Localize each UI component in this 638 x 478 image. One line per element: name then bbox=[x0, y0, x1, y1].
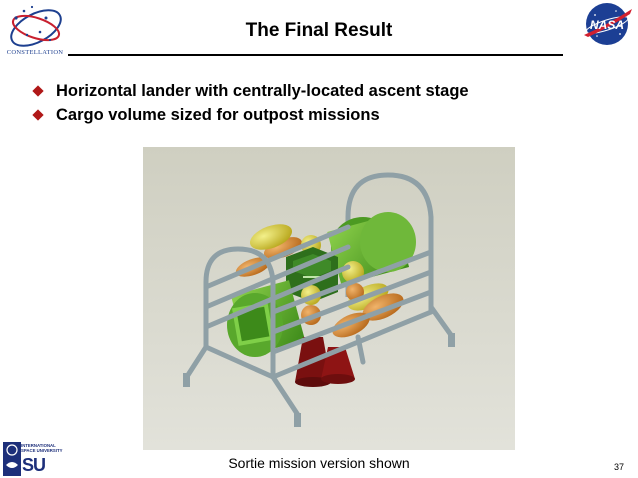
isu-logo-text: INTERNATIONAL SPACE UNIVERSITY bbox=[21, 443, 62, 453]
diamond-bullet-icon bbox=[32, 109, 44, 121]
page-number: 37 bbox=[613, 462, 624, 472]
nasa-logo-text: NASA bbox=[590, 18, 624, 32]
isu-line-2: SPACE UNIVERSITY bbox=[21, 448, 63, 454]
isu-line-1: INTERNATIONAL bbox=[21, 443, 56, 448]
lander-render-image bbox=[143, 147, 515, 450]
title-rule bbox=[68, 54, 563, 56]
bullet-text: Cargo volume sized for outpost missions bbox=[56, 105, 380, 124]
isu-logo-letters: SU bbox=[22, 455, 46, 475]
bullet-item: Cargo volume sized for outpost missions bbox=[30, 103, 469, 127]
bullet-text: Horizontal lander with centrally-located… bbox=[56, 81, 469, 100]
nasa-logo: NASA bbox=[584, 3, 632, 45]
diamond-bullet-icon bbox=[32, 85, 44, 97]
bullet-item: Horizontal lander with centrally-located… bbox=[30, 79, 469, 103]
isu-logo bbox=[3, 442, 21, 476]
bullet-list: Horizontal lander with centrally-located… bbox=[30, 79, 469, 127]
slide-title: The Final Result bbox=[245, 20, 393, 41]
constellation-logo bbox=[10, 5, 62, 47]
constellation-logo-text: CONSTELLATION bbox=[6, 49, 64, 56]
image-caption: Sortie mission version shown bbox=[228, 455, 410, 471]
